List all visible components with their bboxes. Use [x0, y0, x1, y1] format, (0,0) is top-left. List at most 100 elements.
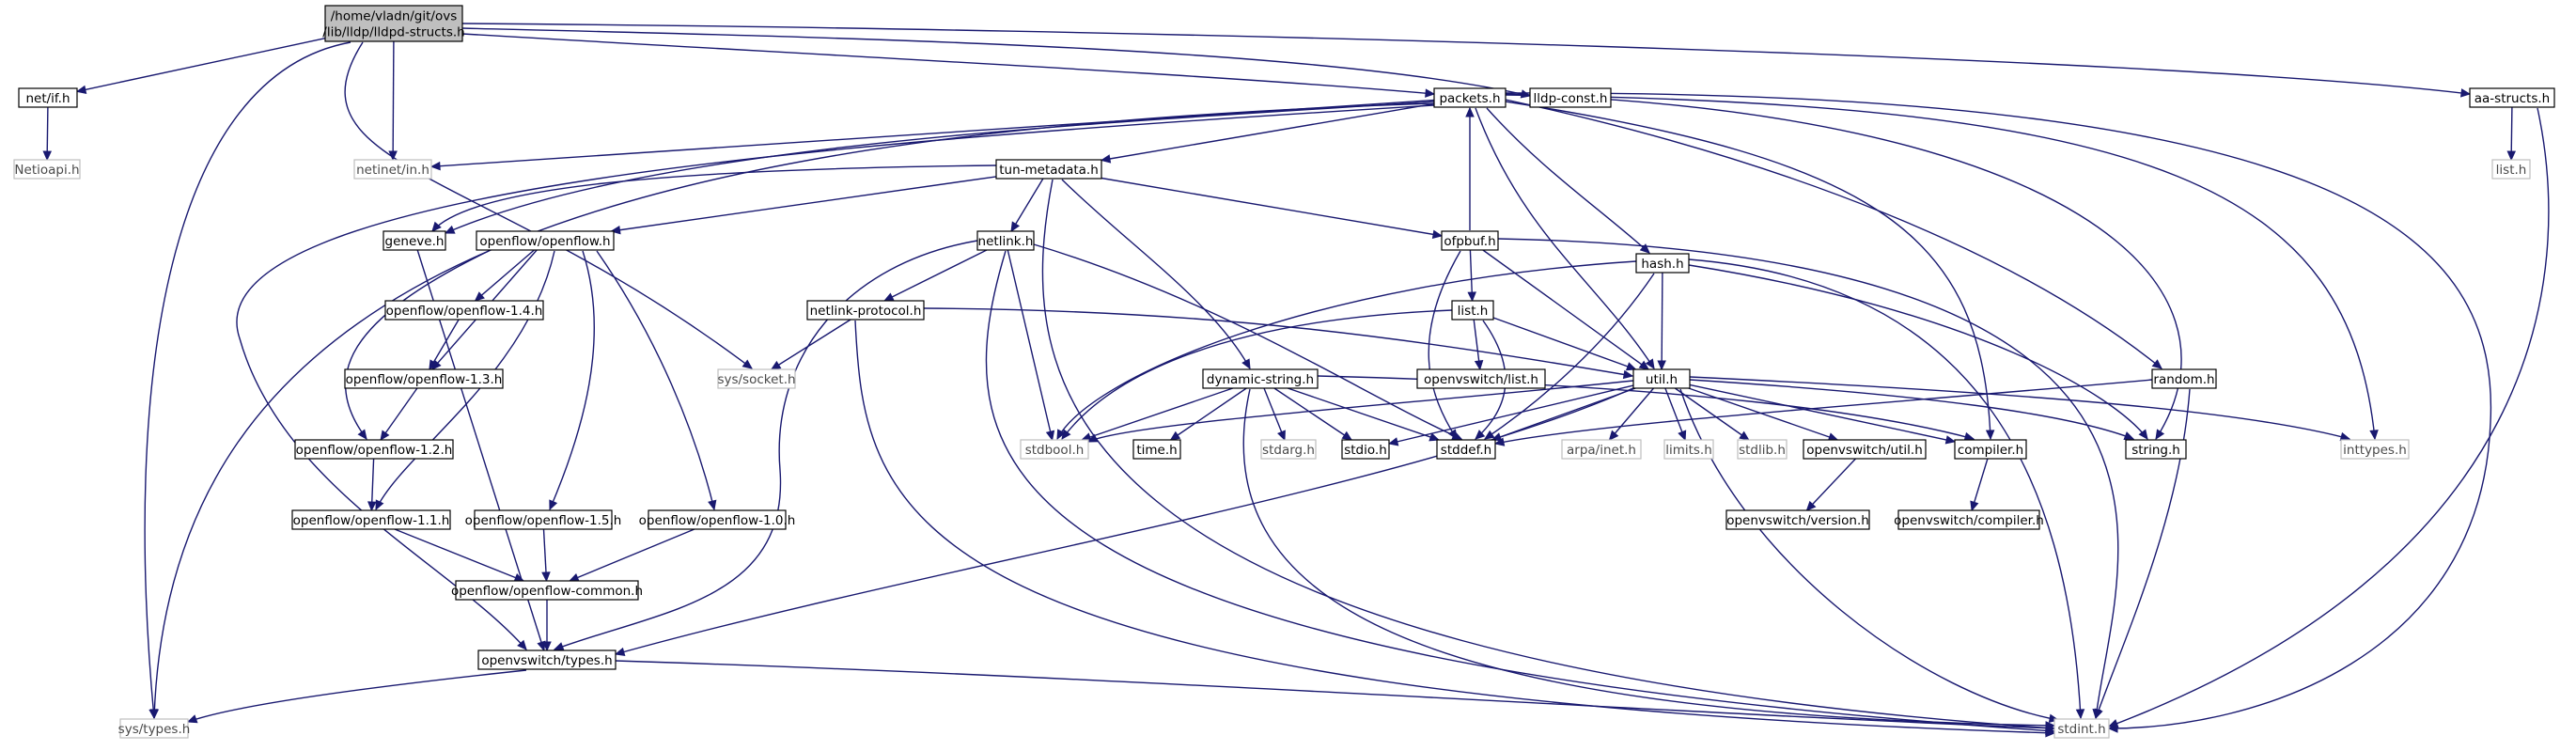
- edge-ovs_types-to-sys_types: [187, 669, 527, 723]
- edge-netlink_protocol-to-util: [923, 307, 1633, 377]
- node-of13[interactable]: openflow/openflow-1.3.h: [344, 368, 504, 389]
- node-box: [2053, 718, 2110, 739]
- node-label: openvswitch/compiler.h: [1894, 513, 2044, 528]
- node-sys-types: sys/types.h: [118, 718, 190, 739]
- node-root[interactable]: /home/vladn/git/ovs/lib/lldp/lldpd-struc…: [322, 5, 465, 42]
- arrowhead-netlink-to-stdbool: [1045, 430, 1055, 442]
- node-box: [1663, 439, 1714, 460]
- node-aa-structs[interactable]: aa-structs.h: [2469, 87, 2555, 108]
- edge-packets-to-stdint: [1505, 92, 2492, 729]
- edge-util-to-ovs_types: [615, 386, 1636, 655]
- edge-packets-to-hash: [1486, 107, 1650, 254]
- edge-root-to-sys_types: [144, 41, 351, 719]
- node-stdio[interactable]: stdio.h: [1341, 439, 1390, 460]
- arrowhead-packets-to-geneve: [444, 225, 456, 234]
- node-label: openflow/openflow-1.5.h: [465, 513, 622, 528]
- node-label: aa-structs.h: [2475, 91, 2550, 106]
- node-label: netinet/in.h: [356, 163, 429, 178]
- edge-packets-to-inttypes: [1505, 94, 2376, 440]
- node-of15[interactable]: openflow/openflow-1.5.h: [465, 509, 622, 530]
- edge-list_h-to-util: [1492, 317, 1636, 370]
- arrowhead-root-to-aa_structs: [2459, 88, 2472, 98]
- arrowhead-tun_metadata-to-geneve: [431, 221, 442, 232]
- node-box: [717, 368, 796, 389]
- node-util[interactable]: util.h: [1632, 368, 1691, 389]
- node-label: openflow/openflow-1.2.h: [296, 443, 453, 458]
- node-box: [1635, 253, 1690, 274]
- arrowhead-packets-to-stdint: [2107, 724, 2118, 733]
- arrowhead-packets-to-random: [2151, 359, 2162, 369]
- arrowhead-dynamic_string-to-time_h: [1169, 430, 1181, 441]
- node-net-if[interactable]: net/if.h: [18, 87, 78, 108]
- node-compiler[interactable]: compiler.h: [1954, 439, 2027, 460]
- node-of14[interactable]: openflow/openflow-1.4.h: [384, 300, 544, 321]
- edge-hash-to-util: [1661, 272, 1663, 370]
- node-box: [119, 718, 189, 739]
- edge-tun_metadata-to-ofpbuf: [1101, 177, 1443, 237]
- edge-util-to-stdbool: [1087, 380, 1634, 443]
- node-openflow[interactable]: openflow/openflow.h: [476, 230, 615, 251]
- arrowhead-random-to-stddef: [1493, 437, 1506, 446]
- node-of11[interactable]: openflow/openflow-1.1.h: [291, 509, 451, 530]
- node-ovs-util[interactable]: openvswitch/util.h: [1803, 439, 1927, 460]
- node-ovs-version[interactable]: openvswitch/version.h: [1725, 509, 1870, 530]
- edge-of11-to-of_common: [394, 528, 524, 582]
- edge-packets-to-compiler: [1505, 101, 1991, 440]
- node-ovs-types[interactable]: openvswitch/types.h: [477, 649, 617, 670]
- node-random[interactable]: random.h: [2151, 368, 2217, 389]
- arrowhead-hash-to-stdint: [2075, 709, 2085, 720]
- node-time-h[interactable]: time.h: [1132, 439, 1181, 460]
- edge-of10-to-of_common: [569, 528, 695, 582]
- node-geneve[interactable]: geneve.h: [382, 230, 446, 251]
- node-dynamic-string[interactable]: dynamic-string.h: [1202, 368, 1319, 389]
- node-stddef[interactable]: stddef.h: [1436, 439, 1496, 460]
- node-hash[interactable]: hash.h: [1635, 253, 1690, 274]
- arrowhead-hash-to-util: [1657, 360, 1666, 371]
- arrowhead-util-to-stdlib: [1739, 430, 1750, 441]
- node-netlink[interactable]: netlink.h: [976, 230, 1035, 251]
- node-ovs-list[interactable]: openvswitch/list.h: [1416, 368, 1546, 389]
- node-label: dynamic-string.h: [1207, 372, 1314, 387]
- node-lldp-const[interactable]: lldp-const.h: [1529, 87, 1612, 108]
- node-label: stdarg.h: [1262, 443, 1315, 458]
- node-ovs-compiler[interactable]: openvswitch/compiler.h: [1894, 509, 2044, 530]
- node-label: stdio.h: [1344, 443, 1387, 458]
- node-box: [353, 159, 432, 180]
- arrowhead-packets-to-inttypes: [2369, 430, 2379, 441]
- node-label: /lib/lldp/lldpd-structs.h: [322, 25, 464, 40]
- node-label: openflow/openflow-1.0.h: [639, 513, 796, 528]
- node-label: openvswitch/version.h: [1726, 513, 1869, 528]
- node-ofpbuf[interactable]: ofpbuf.h: [1441, 230, 1499, 251]
- edge-root-to-net_if: [76, 38, 326, 92]
- edge-packets-to-util: [1475, 107, 1655, 369]
- edge-root-to-aa_structs: [461, 23, 2471, 95]
- node-box: [1529, 87, 1612, 108]
- node-box: [2340, 439, 2410, 460]
- edge-of14-to-of13: [429, 319, 460, 370]
- node-tun-metadata[interactable]: tun-metadata.h: [995, 159, 1102, 180]
- arrowhead-list_h-to-util: [1625, 362, 1637, 371]
- arrowhead-aa_structs-to-list_h_sys: [2506, 150, 2517, 162]
- edge-tun_metadata-to-dynamic_string: [1061, 179, 1251, 369]
- node-box: [477, 649, 617, 670]
- node-box: [995, 159, 1102, 180]
- node-of12[interactable]: openflow/openflow-1.2.h: [294, 439, 454, 460]
- arrowhead-hash-to-stddef: [1483, 430, 1495, 440]
- arrowhead-tun_metadata-to-openflow: [610, 225, 621, 235]
- node-label: list.h: [1458, 304, 1489, 319]
- node-list-h[interactable]: list.h: [1451, 300, 1494, 321]
- node-stdarg: stdarg.h: [1260, 439, 1317, 460]
- node-packets[interactable]: packets.h: [1433, 87, 1507, 108]
- arrowhead-packets-to-netinet_in: [429, 161, 441, 171]
- arrowhead-util-to-compiler: [1944, 435, 1957, 445]
- node-of10[interactable]: openflow/openflow-1.0.h: [639, 509, 796, 530]
- arrowhead-root-to-sys_socket: [742, 359, 753, 369]
- node-of-common[interactable]: openflow/openflow-common.h: [451, 580, 643, 601]
- node-list-h-sys: list.h: [2491, 159, 2531, 180]
- arrowhead-root-to-net_if: [75, 85, 87, 95]
- node-label: lldp-const.h: [1534, 91, 1608, 106]
- node-netlink-protocol[interactable]: netlink-protocol.h: [806, 300, 925, 321]
- node-string-h[interactable]: string.h: [2125, 439, 2187, 460]
- node-box: [1737, 439, 1788, 460]
